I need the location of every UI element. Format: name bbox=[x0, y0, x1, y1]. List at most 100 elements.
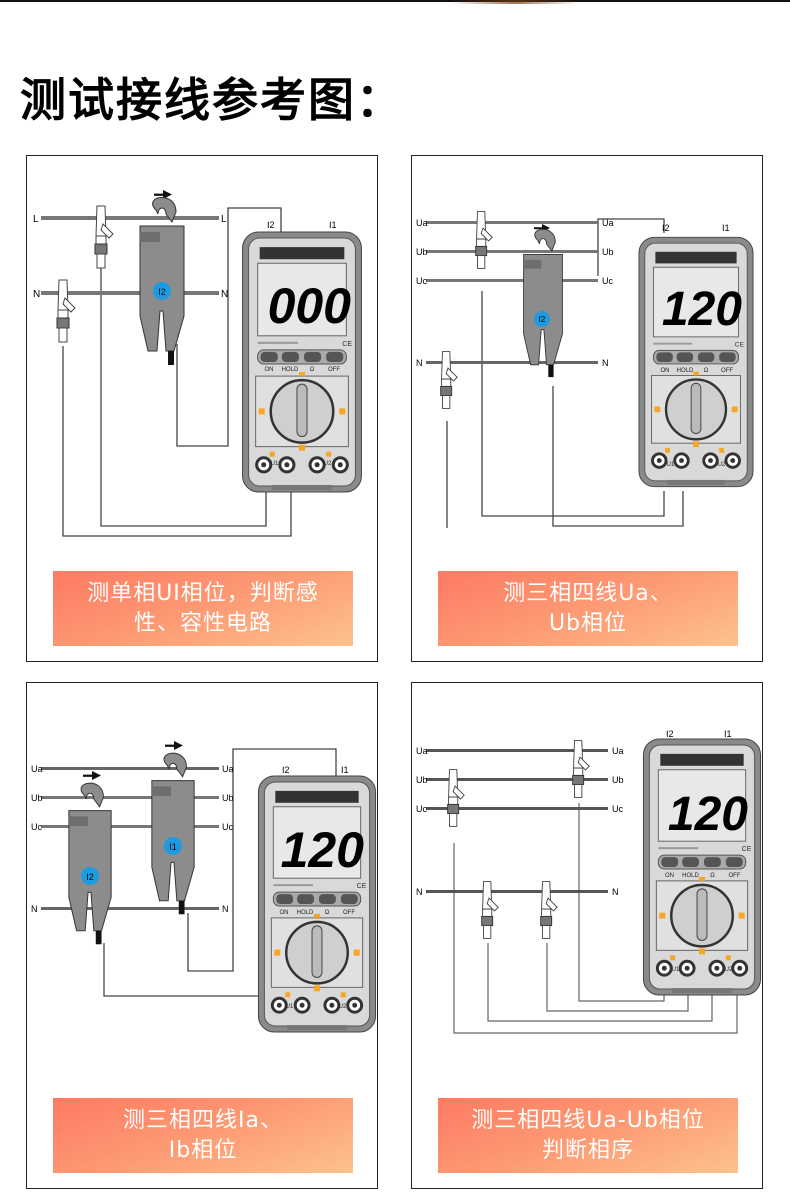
line-label-n-right: N bbox=[222, 904, 229, 914]
line-label-ub: Ub bbox=[416, 775, 428, 785]
line-label-n-right: N bbox=[602, 358, 609, 368]
alligator-clip bbox=[94, 205, 114, 269]
clamp-label: I1 bbox=[169, 842, 177, 852]
button-label-off: OFF bbox=[721, 368, 733, 374]
input-label-i2: I2 bbox=[662, 223, 670, 233]
current-direction-arrow-icon bbox=[165, 741, 183, 750]
wiring-diagram: Ua Ub Uc N Ua Ub Uc N 120 ON HOLD Ω OFF … bbox=[416, 729, 762, 1034]
line-label-ua: Ua bbox=[31, 764, 43, 774]
line-label-ua-right: Ua bbox=[612, 746, 624, 756]
line-l bbox=[41, 216, 219, 220]
jack-label-u2: U2 bbox=[339, 1004, 347, 1010]
line-label-n-right: N bbox=[221, 289, 228, 300]
diagram-panel-single-phase: L L N N I2 000 ON HOLD Ω OFF U1 U2 I2 I1… bbox=[26, 155, 378, 662]
top-divider bbox=[0, 0, 790, 2]
caption: 测单相UI相位，判断感 性、容性电路 bbox=[53, 571, 353, 646]
button-label-on: ON bbox=[265, 367, 274, 373]
line-label-uc: Uc bbox=[416, 276, 427, 286]
button-label-hold: HOLD bbox=[682, 873, 699, 879]
jack-label-u1: U1 bbox=[667, 462, 675, 468]
line-label-n-right: N bbox=[612, 887, 619, 897]
caption: 测三相四线Ia、 Ib相位 bbox=[53, 1098, 353, 1173]
jack-label-u2: U2 bbox=[324, 461, 332, 467]
button-label-off: OFF bbox=[328, 367, 340, 373]
wiring-diagram: Ua Ub Uc N Ua Ub Uc N I2 I1 120 ON HOLD … bbox=[31, 741, 378, 1033]
alligator-clip bbox=[475, 211, 493, 269]
wiring-diagram: L L N N I2 000 ON HOLD Ω OFF U1 U2 I2 I1 bbox=[33, 190, 363, 537]
button-label-hold: HOLD bbox=[677, 368, 694, 374]
clamp-badge bbox=[164, 837, 182, 855]
meter-display: 000 bbox=[268, 278, 352, 334]
jack-label-u1: U1 bbox=[672, 967, 680, 973]
line-label-ub: Ub bbox=[416, 247, 428, 257]
multimeter: 120 ON HOLD Ω OFF U1 U2 bbox=[256, 775, 378, 1033]
line-label-ua: Ua bbox=[416, 218, 428, 228]
button-label-on: ON bbox=[280, 910, 289, 916]
jack-label-u1: U1 bbox=[286, 1004, 294, 1010]
button-label-ohm: Ω bbox=[310, 367, 315, 373]
alligator-clip bbox=[440, 351, 458, 409]
caption-line: 性、容性电路 bbox=[133, 610, 272, 636]
button-label-hold: HOLD bbox=[282, 367, 299, 373]
button-label-ohm: Ω bbox=[704, 368, 709, 374]
input-label-i2: I2 bbox=[282, 765, 290, 775]
line-label-uc-right: Uc bbox=[612, 804, 623, 814]
caption: 测三相四线Ua、 Ub相位 bbox=[438, 571, 738, 646]
diagram-panel-ia-ib-phase: Ua Ub Uc N Ua Ub Uc N I2 I1 120 ON HOLD … bbox=[26, 682, 378, 1189]
button-label-off: OFF bbox=[343, 910, 355, 916]
line-label-uc: Uc bbox=[416, 804, 427, 814]
top-divider-accent bbox=[450, 0, 580, 4]
line-label-ub-right: Ub bbox=[612, 775, 624, 785]
meter-display: 120 bbox=[668, 788, 748, 841]
caption-line: 测三相四线Ua、 bbox=[503, 580, 673, 606]
line-label-ua: Ua bbox=[416, 746, 428, 756]
line-label-ub-right: Ub bbox=[602, 247, 614, 257]
line-label-n: N bbox=[31, 904, 38, 914]
line-label-ub: Ub bbox=[31, 793, 43, 803]
multimeter: 120 ON HOLD Ω OFF U1 U2 bbox=[642, 738, 762, 996]
current-clamp bbox=[68, 782, 112, 945]
input-label-i2: I2 bbox=[666, 729, 674, 739]
alligator-clip bbox=[56, 279, 76, 343]
button-label-on: ON bbox=[665, 873, 674, 879]
button-label-ohm: Ω bbox=[710, 873, 715, 879]
line-label-uc-right: Uc bbox=[222, 822, 233, 832]
input-label-i1: I1 bbox=[341, 765, 349, 775]
jack-label-u1: U1 bbox=[271, 461, 279, 467]
current-direction-arrow-icon bbox=[83, 771, 101, 780]
button-label-off: OFF bbox=[729, 873, 741, 879]
wiring-diagram: Ua Ub Uc N Ua Ub Uc N I2 120 ON HOLD Ω O… bbox=[416, 211, 754, 528]
line-label-l: L bbox=[33, 214, 39, 225]
line-label-ub-right: Ub bbox=[222, 793, 234, 803]
button-label-ohm: Ω bbox=[325, 910, 330, 916]
diagram-panel-phase-sequence: Ua Ub Uc N Ua Ub Uc N 120 ON HOLD Ω OFF … bbox=[411, 682, 763, 1189]
clamp-label: I2 bbox=[539, 315, 546, 324]
line-label-uc: Uc bbox=[31, 822, 42, 832]
line-label-l-right: L bbox=[221, 214, 227, 225]
caption: 测三相四线Ua-Ub相位 判断相序 bbox=[438, 1098, 738, 1173]
clamp-label: I2 bbox=[158, 287, 166, 297]
multimeter: 000 ON HOLD Ω OFF U1 U2 bbox=[241, 231, 363, 493]
clamp-badge bbox=[81, 867, 99, 885]
button-label-on: ON bbox=[661, 368, 670, 374]
line-label-uc-right: Uc bbox=[602, 276, 613, 286]
line-label-n: N bbox=[33, 289, 40, 300]
current-clamp bbox=[139, 196, 185, 366]
meter-display: 120 bbox=[281, 822, 365, 878]
caption-line: 测三相四线Ia、 bbox=[123, 1107, 283, 1133]
jack-label-u2: U2 bbox=[718, 462, 726, 468]
current-clamp bbox=[151, 752, 195, 915]
diagram-panel-ua-ub-phase: Ua Ub Uc N Ua Ub Uc N I2 120 ON HOLD Ω O… bbox=[411, 155, 763, 662]
line-label-n: N bbox=[416, 358, 423, 368]
meter-display: 120 bbox=[662, 283, 742, 336]
caption-line: 测单相UI相位，判断感 bbox=[87, 580, 319, 606]
input-label-i1: I1 bbox=[722, 223, 730, 233]
multimeter: 120 ON HOLD Ω OFF U1 U2 bbox=[638, 235, 754, 489]
clamp-badge bbox=[534, 311, 550, 327]
caption-line: 测三相四线Ua-Ub相位 bbox=[471, 1107, 705, 1133]
line-label-ua-right: Ua bbox=[222, 764, 234, 774]
clamp-badge bbox=[153, 282, 171, 300]
line-n bbox=[41, 291, 219, 295]
clamp-label: I2 bbox=[86, 872, 94, 882]
jack-label-u2: U2 bbox=[725, 967, 733, 973]
